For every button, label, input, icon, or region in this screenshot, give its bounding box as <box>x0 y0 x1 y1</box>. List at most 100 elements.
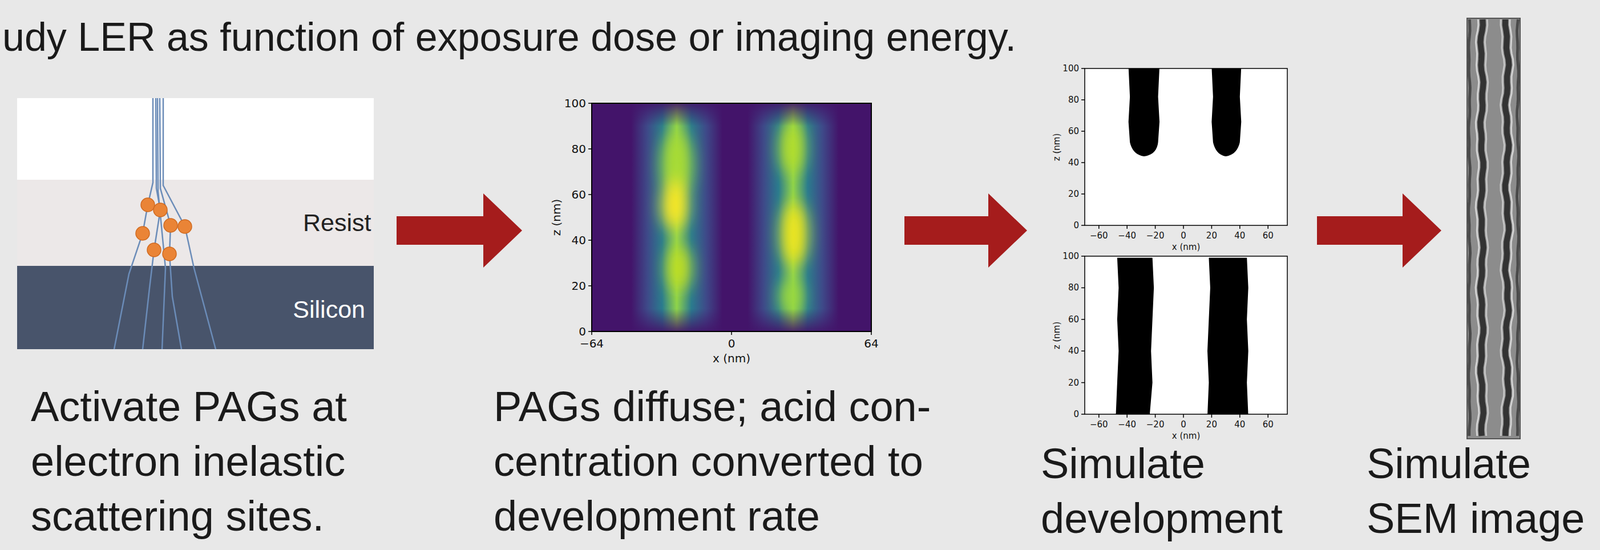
tick-mark <box>1126 225 1128 229</box>
tick-mark <box>1211 225 1213 229</box>
text-label: 40 <box>1234 231 1246 241</box>
stage-panel: PAGs diffuse; acid con- centration conve… <box>547 97 882 349</box>
axis-title: z (nm) <box>1052 321 1062 349</box>
text-label: 60 <box>1262 420 1274 430</box>
text-label: −60 <box>1089 420 1109 430</box>
axis-ticks <box>588 68 1268 418</box>
tick-mark <box>588 148 592 150</box>
text-label: 40 <box>1068 346 1080 356</box>
tick-mark <box>1081 224 1085 226</box>
text-label: 40 <box>571 234 587 246</box>
tick-mark <box>1239 225 1241 229</box>
tick-mark <box>588 102 592 104</box>
development-plots <box>1084 66 1288 416</box>
tick-mark <box>1154 225 1157 229</box>
stage-panel: Simulate SEM image <box>1467 18 1521 439</box>
tick-mark <box>1098 414 1100 418</box>
text-label: −20 <box>1146 231 1165 241</box>
sem-edge <box>1500 19 1505 436</box>
text-label: −64 <box>579 337 604 350</box>
text-label: 80 <box>1068 95 1080 105</box>
sem-edge <box>1517 19 1519 436</box>
text-label: 0 <box>1180 420 1187 430</box>
sem-edge <box>1509 19 1514 436</box>
text-label: 0 <box>1073 221 1080 230</box>
text-label: 40 <box>1068 158 1080 168</box>
text-label: 20 <box>1068 190 1080 199</box>
text-label: 20 <box>1206 231 1218 241</box>
tick-mark <box>1211 414 1213 418</box>
stage-caption: PAGs diffuse; acid con- centration conve… <box>493 379 945 544</box>
tick-mark <box>1182 414 1185 418</box>
tick-mark <box>1098 225 1100 229</box>
tick-mark <box>1081 350 1085 352</box>
sem-image <box>1467 18 1521 439</box>
tick-mark <box>1081 99 1085 101</box>
text-label: 0 <box>578 325 587 338</box>
text-label: 100 <box>564 97 587 109</box>
tick-mark <box>730 331 733 335</box>
text-label: −60 <box>1089 231 1109 241</box>
flow-arrow <box>396 193 523 268</box>
tick-mark <box>1081 255 1085 257</box>
tick-mark <box>1154 414 1157 418</box>
tick-mark <box>1182 225 1185 229</box>
tick-mark <box>588 330 592 333</box>
text-label: 80 <box>571 143 587 155</box>
text-label: udy LER as function of exposure dose or … <box>2 17 1017 58</box>
text-label: x (nm) <box>1172 431 1200 441</box>
text-label: 20 <box>1206 420 1218 430</box>
axis-title: z (nm) <box>550 199 563 237</box>
text-label: Resist <box>302 210 371 236</box>
tick-mark <box>870 331 872 335</box>
text-label: 20 <box>571 280 587 292</box>
text-label: 40 <box>1234 420 1246 430</box>
tick-mark <box>1126 414 1128 418</box>
axis-title: z (nm) <box>1052 132 1062 161</box>
text-label: Silicon <box>292 297 366 322</box>
text-label: x (nm) <box>1172 243 1200 252</box>
text-label: 20 <box>1068 378 1080 387</box>
flow-arrow <box>904 193 1028 268</box>
text-label: 0 <box>1180 231 1187 241</box>
text-label: 64 <box>863 337 879 350</box>
text-label: −40 <box>1117 420 1137 430</box>
tick-mark <box>1267 225 1269 229</box>
tick-mark <box>1081 318 1085 321</box>
tick-mark <box>588 285 592 287</box>
text-label: −40 <box>1117 231 1137 241</box>
tick-mark <box>1081 130 1085 132</box>
text-label: 60 <box>1262 231 1274 241</box>
text-label: 100 <box>1062 252 1080 261</box>
stage-caption: Simulate development <box>1040 436 1292 547</box>
tick-mark <box>591 331 593 335</box>
tick-mark <box>1239 414 1241 418</box>
text-label: 60 <box>1068 314 1080 324</box>
text-label: 60 <box>1068 127 1080 136</box>
tick-mark <box>1081 287 1085 289</box>
tick-mark <box>588 239 592 241</box>
text-label: 60 <box>571 188 587 201</box>
sem-edge <box>1505 19 1510 436</box>
stage-caption: Simulate SEM image <box>1366 436 1595 547</box>
text-label: 100 <box>1062 64 1080 74</box>
tick-mark <box>1267 414 1269 418</box>
text-label: x (nm) <box>712 352 751 365</box>
tick-mark <box>1081 162 1085 164</box>
sem-edge <box>1480 19 1484 436</box>
sem-frame <box>1467 18 1521 439</box>
text-label: −20 <box>1146 420 1165 430</box>
stage-caption: Activate PAGs at electron inelastic scat… <box>30 379 374 544</box>
tick-mark <box>1081 382 1085 384</box>
tick-mark <box>588 194 592 196</box>
flow-arrow <box>1316 193 1442 268</box>
acid-heatmap <box>591 103 872 332</box>
sem-edge <box>1468 19 1471 436</box>
text-label: 0 <box>728 337 736 350</box>
tick-mark <box>1081 413 1085 415</box>
sem-edge <box>1484 19 1489 436</box>
tick-mark <box>1081 193 1085 195</box>
scattering-illustration <box>17 98 374 350</box>
text-label: 80 <box>1068 283 1080 293</box>
text-label: 0 <box>1073 410 1080 419</box>
